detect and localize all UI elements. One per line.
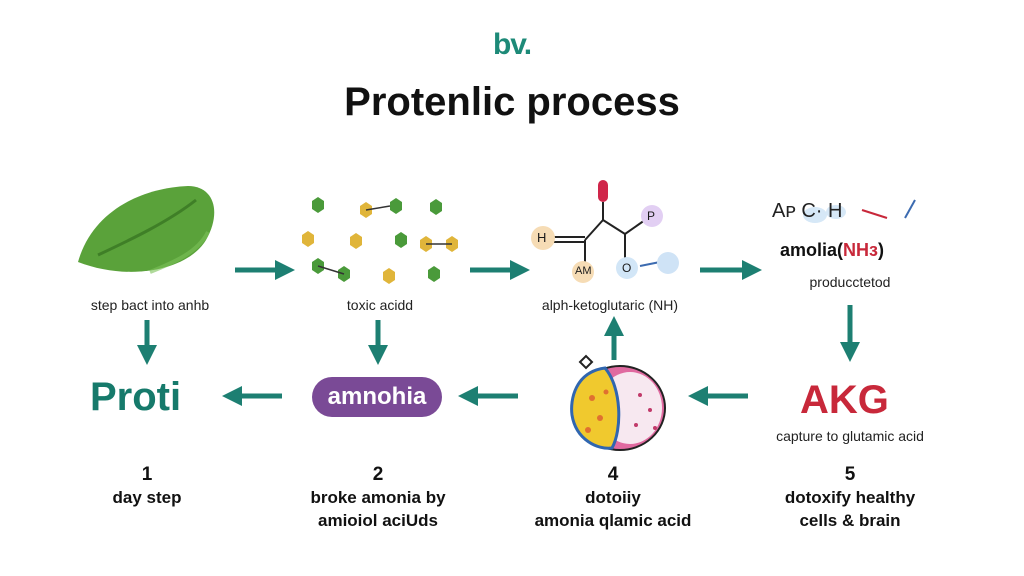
molecule-icon <box>531 180 679 283</box>
molecule-icon <box>803 199 916 223</box>
step-text: day step <box>112 488 182 507</box>
atom-label-p: P <box>647 209 656 223</box>
step-text: amonia qlamic acid <box>534 511 692 530</box>
step-text: dotoxify healthy <box>784 488 916 507</box>
akg-label: AKG <box>800 378 889 422</box>
atom-label-o: O <box>622 261 632 275</box>
panel4-formula: amolia(NHз) <box>780 240 884 261</box>
atom-label-am: AM <box>575 265 592 277</box>
atom-label-h: H <box>537 230 547 245</box>
step-text: dotoiiy <box>585 488 641 507</box>
step-text: cells & brain <box>799 511 901 530</box>
step-number: 4 <box>607 464 619 485</box>
formula-suffix: ) <box>877 240 884 260</box>
panel1-caption: step bact into anhb <box>90 297 210 313</box>
panel4-caption: producctetod <box>809 274 891 290</box>
step-text: amioiol aciUds <box>318 511 438 530</box>
step-number: 5 <box>844 464 856 485</box>
brand-logo: bv. <box>492 28 532 61</box>
akg-caption: capture to glutamic acid <box>776 428 924 444</box>
step-number: 1 <box>141 464 153 485</box>
proti-label: Proti <box>90 375 182 419</box>
step-text: broke amonia by <box>310 488 446 507</box>
page-title: Protenlic process <box>344 80 680 124</box>
step-number: 2 <box>372 464 384 485</box>
panel3-caption: alph-ketoglutaric (NH) <box>541 297 679 313</box>
formula-nh: NHз <box>843 240 878 260</box>
ammonia-pill: amnohia <box>312 377 442 417</box>
panel2-caption: toxic acidd <box>346 297 414 313</box>
panel4-formula-top: Aᴘ C· H <box>772 200 843 222</box>
formula-prefix: amolia( <box>780 240 844 260</box>
liver-cell-icon <box>570 354 666 451</box>
leaf-icon <box>78 186 215 274</box>
hexagon-icon <box>302 197 458 284</box>
